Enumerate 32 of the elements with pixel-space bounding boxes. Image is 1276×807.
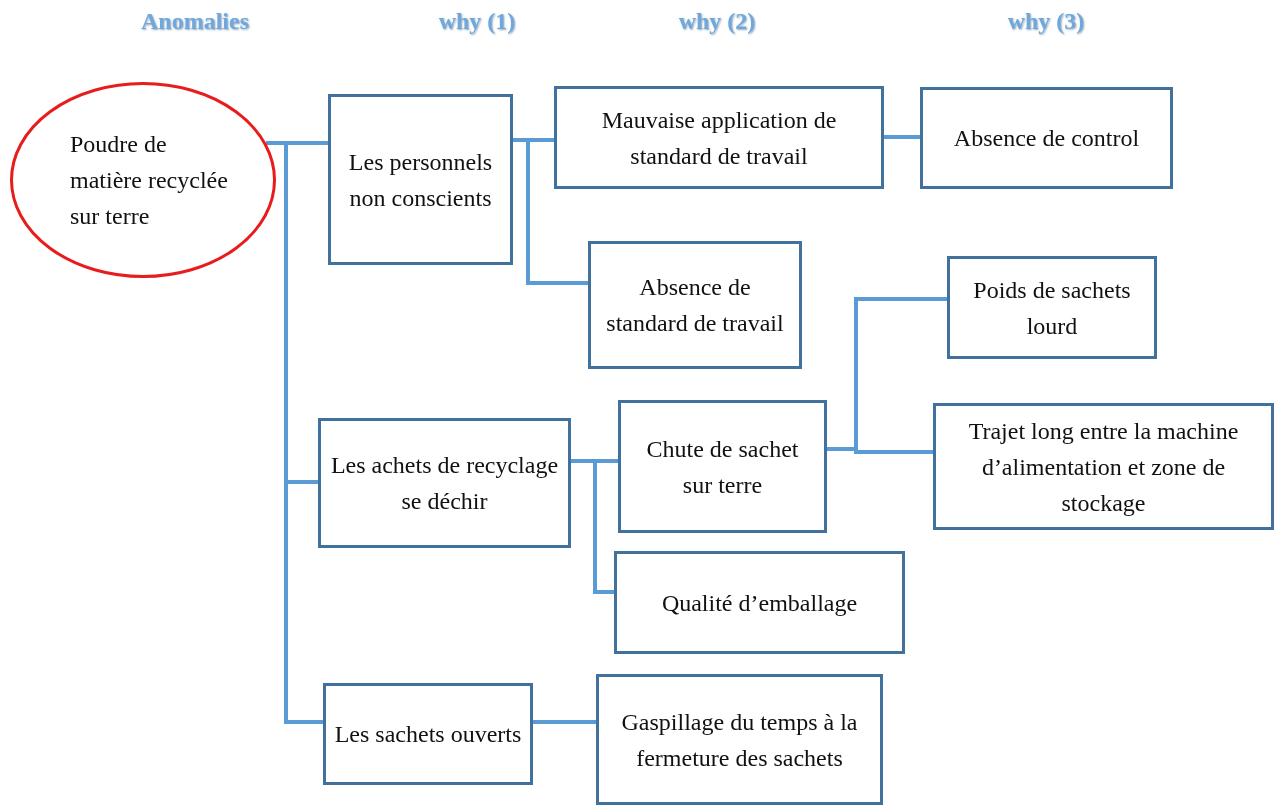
- cause-box: [933, 403, 1274, 530]
- cause-text: Les sachets ouverts: [334, 720, 522, 749]
- cause-box: [554, 86, 884, 189]
- cause-ellipse: [10, 82, 276, 278]
- cause-text: Absence de standard de travail: [605, 273, 785, 338]
- cause-box: [328, 94, 513, 265]
- cause-box: [588, 241, 802, 369]
- cause-text: Poudre de matière recyclée sur terre: [70, 130, 229, 231]
- cause-box: [920, 87, 1173, 189]
- cause-text: Qualité d’emballage: [661, 588, 858, 618]
- cause-box: [596, 674, 883, 805]
- column-heading: why (3): [1007, 8, 1085, 35]
- cause-text: Gaspillage du temps à la fermeture des sachets: [620, 707, 859, 773]
- connector-line: [513, 138, 588, 285]
- cause-text: Absence de control: [953, 124, 1140, 153]
- cause-text: Mauvaise application de standard de travail: [600, 105, 838, 171]
- cause-box: [947, 256, 1157, 359]
- connector-line: [884, 135, 920, 139]
- cause-text: Poids de sachets lourd: [972, 275, 1132, 341]
- connector-line: [571, 459, 614, 594]
- cause-box: [618, 400, 827, 533]
- cause-box: [323, 683, 533, 785]
- cause-box: [614, 551, 905, 654]
- cause-box: [318, 418, 571, 548]
- column-heading: Anomalies: [141, 8, 249, 35]
- cause-text: Chute de sachet sur terre: [645, 434, 800, 500]
- column-heading: why (1): [438, 8, 516, 35]
- cause-text: Les personnels non conscients: [347, 147, 494, 213]
- cause-text: Trajet long entre la machine d’alimentation et zone de stockage: [967, 416, 1240, 518]
- connector-line: [533, 720, 596, 724]
- cause-text: Les achets de recyclage se déchir: [329, 451, 560, 516]
- column-heading: why (2): [678, 8, 756, 35]
